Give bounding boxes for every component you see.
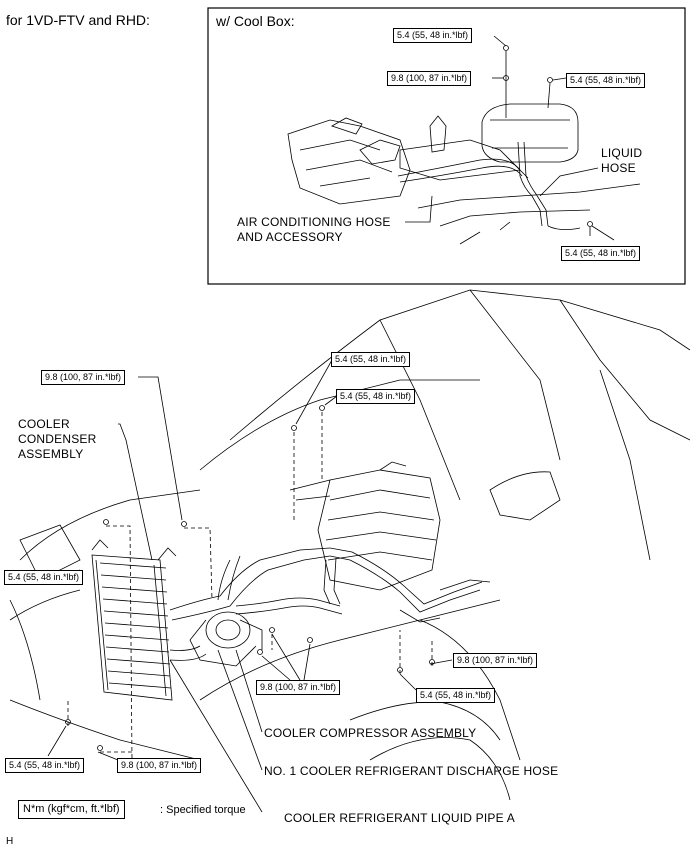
torque-callout: 9.8 (100, 87 in.*lbf) (387, 71, 472, 86)
torque-callout: 9.8 (100, 87 in.*lbf) (453, 653, 538, 668)
torque-callout: 9.8 (100, 87 in.*lbf) (117, 758, 202, 773)
liquid-hose-label-line1: LIQUID (601, 146, 643, 160)
torque-callout: 5.4 (55, 48 in.*lbf) (336, 389, 416, 404)
condenser-shape (91, 539, 177, 701)
ac-hose-label-line1: AIR CONDITIONING HOSE (237, 215, 391, 229)
discharge-hose-label: NO. 1 COOLER REFRIGERANT DISCHARGE HOSE (264, 764, 559, 778)
inset-frame (207, 7, 686, 285)
main-drawing (9, 289, 691, 813)
torque-callout: 5.4 (55, 48 in.*lbf) (561, 246, 641, 261)
torque-callout: 5.4 (55, 48 in.*lbf) (5, 758, 85, 773)
condenser-label-line1: COOLER (18, 417, 70, 431)
liquid-hose-label: LIQUID HOSE (601, 146, 642, 176)
liquid-hose-label-line2: HOSE (601, 161, 636, 175)
compressor-label: COOLER COMPRESSOR ASSEMBLY (264, 726, 477, 740)
ac-hose-label-line2: AND ACCESSORY (237, 230, 343, 244)
torque-callout: 5.4 (55, 48 in.*lbf) (416, 688, 496, 703)
torque-callout: 9.8 (100, 87 in.*lbf) (256, 680, 341, 695)
ac-hose-label: AIR CONDITIONING HOSE AND ACCESSORY (237, 215, 391, 245)
inset-drawing (287, 35, 641, 245)
torque-callout: 5.4 (55, 48 in.*lbf) (566, 73, 646, 88)
torque-callout: 5.4 (55, 48 in.*lbf) (331, 352, 411, 367)
torque-callout: 5.4 (55, 48 in.*lbf) (393, 28, 473, 43)
compressor-shape (189, 611, 263, 667)
condenser-label-line3: ASSEMBLY (18, 447, 84, 461)
torque-callout: 5.4 (55, 48 in.*lbf) (4, 570, 84, 585)
variant-label: for 1VD-FTV and RHD: (6, 12, 150, 28)
torque-callout: 9.8 (100, 87 in.*lbf) (41, 370, 126, 385)
condenser-label: COOLER CONDENSER ASSEMBLY (18, 417, 96, 462)
inset-title: w/ Cool Box: (216, 13, 295, 29)
legend-desc: : Specified torque (160, 804, 246, 816)
condenser-label-line2: CONDENSER (18, 432, 97, 446)
legend-unit: N*m (kgf*cm, ft.*lbf) (18, 800, 125, 819)
liquid-pipe-label: COOLER REFRIGERANT LIQUID PIPE A (284, 811, 515, 825)
footer-code: H (6, 836, 14, 847)
heater-unit-shape (289, 461, 441, 591)
